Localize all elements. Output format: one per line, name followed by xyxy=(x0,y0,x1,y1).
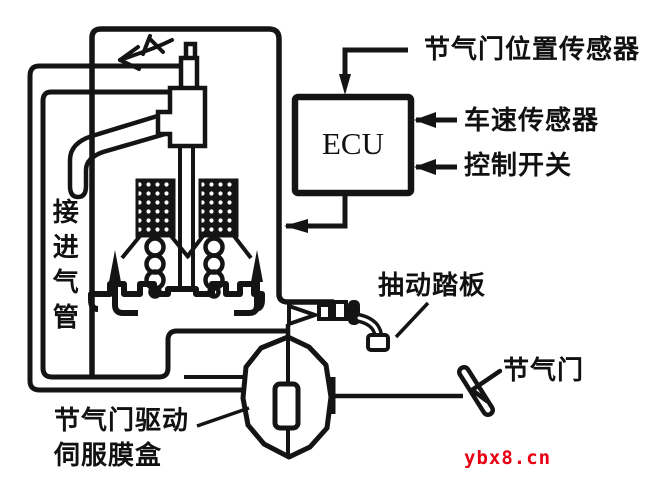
tps-input-arrow xyxy=(339,47,408,95)
servo-label-line2: 伺服膜盒 xyxy=(54,440,163,470)
intake-pipe-lines xyxy=(27,63,288,393)
vent-hook-pipe xyxy=(67,111,173,200)
airflow-arrow xyxy=(118,34,174,71)
control-switch-label: 控制开关 xyxy=(464,150,573,180)
manifold-comb xyxy=(88,281,265,312)
control-switch-input-arrow xyxy=(414,159,457,175)
watermark-text: ybx8.cn xyxy=(464,447,552,469)
ecu-label: ECU xyxy=(322,126,384,161)
solenoid-coil-right xyxy=(185,178,253,299)
pedal-leader-line xyxy=(394,301,430,339)
vehicle-speed-sensor-label: 车速传感器 xyxy=(464,105,600,135)
manifold-arrow-right xyxy=(234,250,263,316)
solenoid-coil-left xyxy=(120,178,191,299)
servo-label-line1: 节气门驱动 xyxy=(54,405,190,435)
manifold-arrow-left xyxy=(109,250,138,316)
enclosure-box xyxy=(89,26,334,375)
throttle-position-sensor-label: 节气门位置传感器 xyxy=(424,34,641,64)
servo-diaphragm xyxy=(240,334,336,460)
intake-pipe-label: 接进气管 xyxy=(49,198,80,338)
ecu-box xyxy=(291,93,415,197)
pedal-linkage xyxy=(285,300,390,352)
throttle-valve xyxy=(457,365,503,417)
speed-sensor-input-arrow xyxy=(414,112,457,128)
control-valve-assembly xyxy=(155,41,208,288)
ecu-output-arrow xyxy=(284,193,348,233)
pedal-label: 抽动踏板 xyxy=(378,270,487,300)
servo-leader-line xyxy=(196,406,250,428)
throttle-label: 节气门 xyxy=(503,355,585,385)
